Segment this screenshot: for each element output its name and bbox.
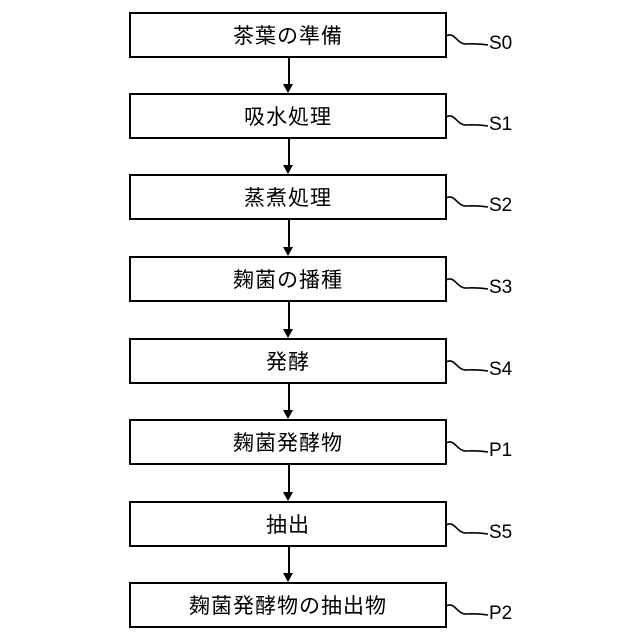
arrow-head-icon: [283, 165, 293, 174]
step-box-s5: 抽出: [129, 501, 447, 547]
step-box-p2: 麹菌発酵物の抽出物: [129, 582, 447, 628]
arrow-shaft: [287, 384, 290, 411]
step-tag: S2: [489, 195, 513, 216]
arrow-head-icon: [283, 84, 293, 93]
down-arrow: [283, 547, 294, 582]
down-arrow: [283, 302, 294, 338]
step-tag: S4: [489, 359, 513, 380]
step-label: 蒸煮処理: [244, 187, 332, 210]
arrow-head-icon: [283, 573, 293, 582]
step-box-s2: 蒸煮処理: [129, 174, 447, 220]
step-label: 発酵: [266, 351, 310, 374]
arrow-shaft: [287, 220, 290, 248]
step-tag: S0: [489, 33, 513, 54]
step-label: 茶葉の準備: [233, 25, 343, 48]
leader-squiggle: [446, 115, 488, 127]
step-tag: S3: [489, 277, 513, 298]
arrow-shaft: [287, 547, 290, 574]
down-arrow: [283, 465, 294, 501]
arrow-head-icon: [283, 410, 293, 419]
leader-squiggle: [446, 360, 488, 372]
arrow-shaft: [287, 465, 290, 493]
step-label: 麹菌発酵物の抽出物: [189, 595, 387, 618]
leader-squiggle: [446, 523, 488, 535]
leader-squiggle: [446, 604, 488, 616]
down-arrow: [283, 220, 294, 256]
step-label: 麹菌の播種: [233, 269, 343, 292]
arrow-head-icon: [283, 492, 293, 501]
step-box-s3: 麹菌の播種: [129, 256, 447, 302]
step-label: 抽出: [266, 514, 310, 537]
leader-squiggle: [446, 441, 488, 453]
arrow-shaft: [287, 58, 290, 85]
step-box-s1: 吸水処理: [129, 93, 447, 139]
step-label: 麹菌発酵物: [233, 432, 343, 455]
step-box-p1: 麹菌発酵物: [129, 419, 447, 465]
down-arrow: [283, 58, 294, 93]
down-arrow: [283, 384, 294, 419]
arrow-head-icon: [283, 329, 293, 338]
step-box-s0: 茶葉の準備: [129, 12, 447, 58]
step-label: 吸水処理: [244, 106, 332, 129]
arrow-shaft: [287, 302, 290, 330]
leader-squiggle: [446, 34, 488, 46]
step-tag: S1: [489, 114, 513, 135]
leader-squiggle: [446, 278, 488, 290]
step-tag: P2: [489, 603, 513, 624]
down-arrow: [283, 139, 294, 174]
step-tag: P1: [489, 440, 513, 461]
step-tag: S5: [489, 522, 513, 543]
leader-squiggle: [446, 196, 488, 208]
arrow-shaft: [287, 139, 290, 166]
step-box-s4: 発酵: [129, 338, 447, 384]
arrow-head-icon: [283, 247, 293, 256]
